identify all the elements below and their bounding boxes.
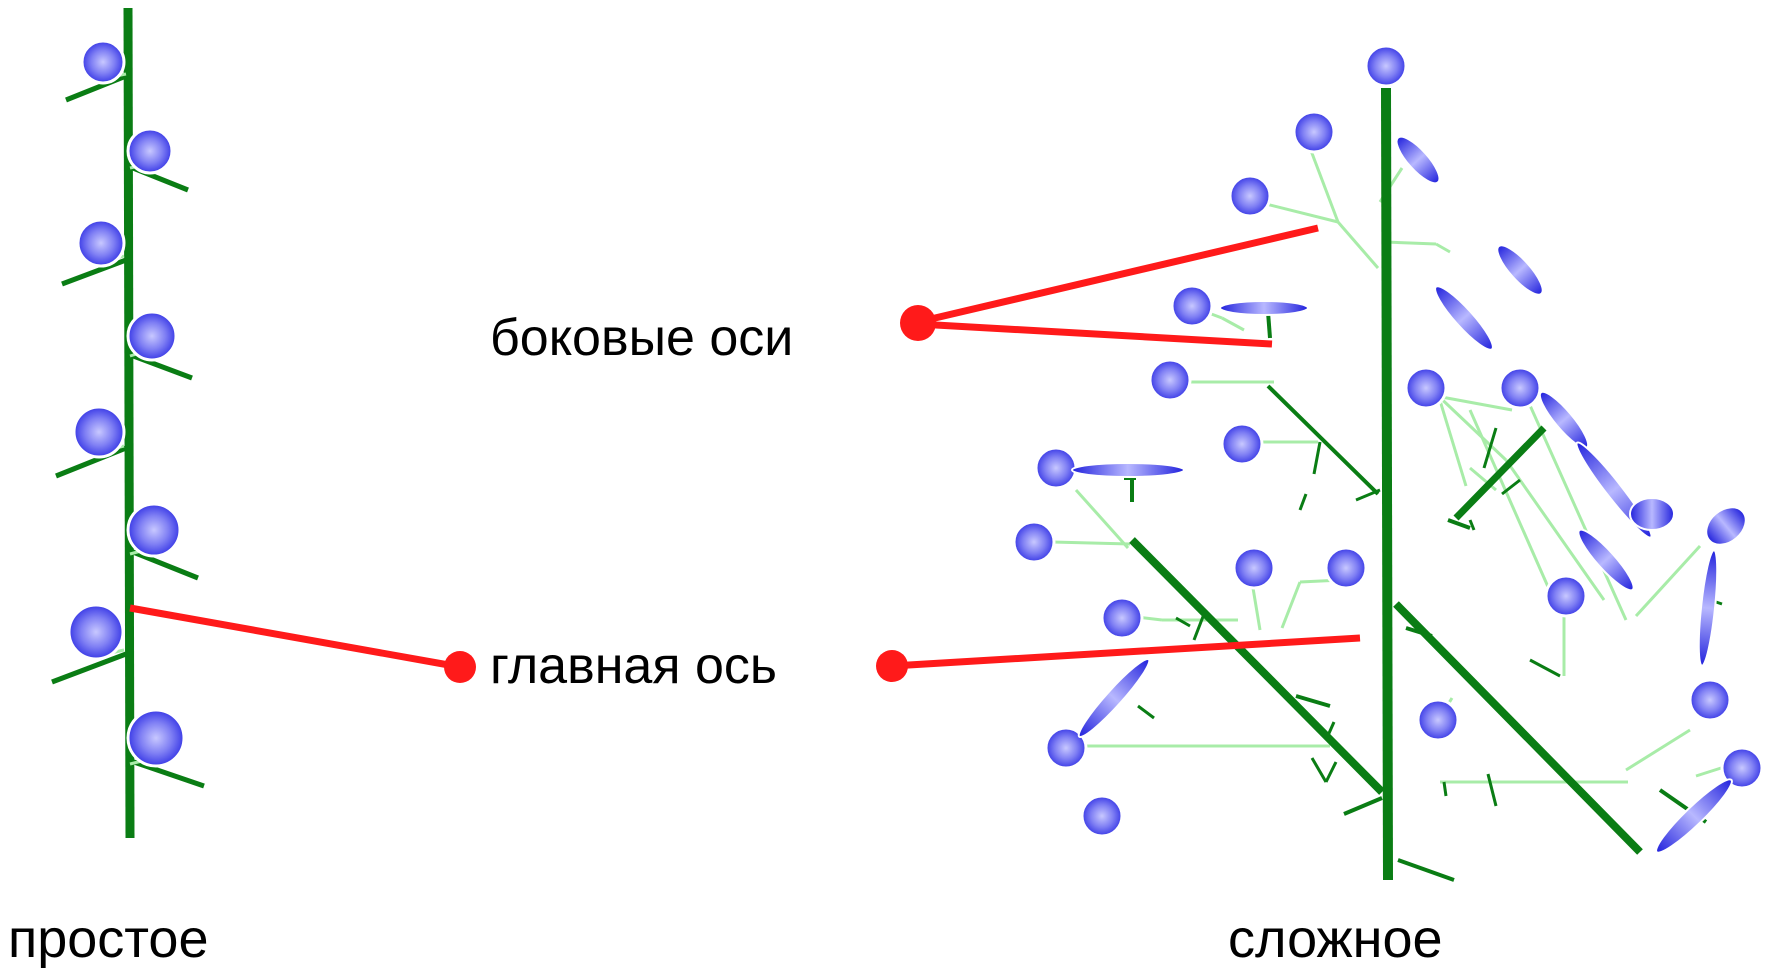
simple-main-axis [123,7,135,839]
pointer-main-axis [129,604,1361,683]
compound-side-flowers [1071,135,1747,854]
caption-compound: сложное [1228,909,1443,969]
compound-light-branches [1051,147,1741,784]
pointer-lateral-axes [900,224,1319,348]
label-main-axis: главная ось [490,637,777,695]
compound-dark-branches [1124,87,1723,882]
compound-main-axis [1381,87,1393,881]
compound-flowers [1012,44,1764,838]
caption-simple: простое [8,909,209,969]
compound-inflorescence [1012,44,1764,882]
simple-flowers [67,39,186,768]
label-lateral-axes: боковые оси [490,309,794,367]
simple-inflorescence [51,7,205,839]
